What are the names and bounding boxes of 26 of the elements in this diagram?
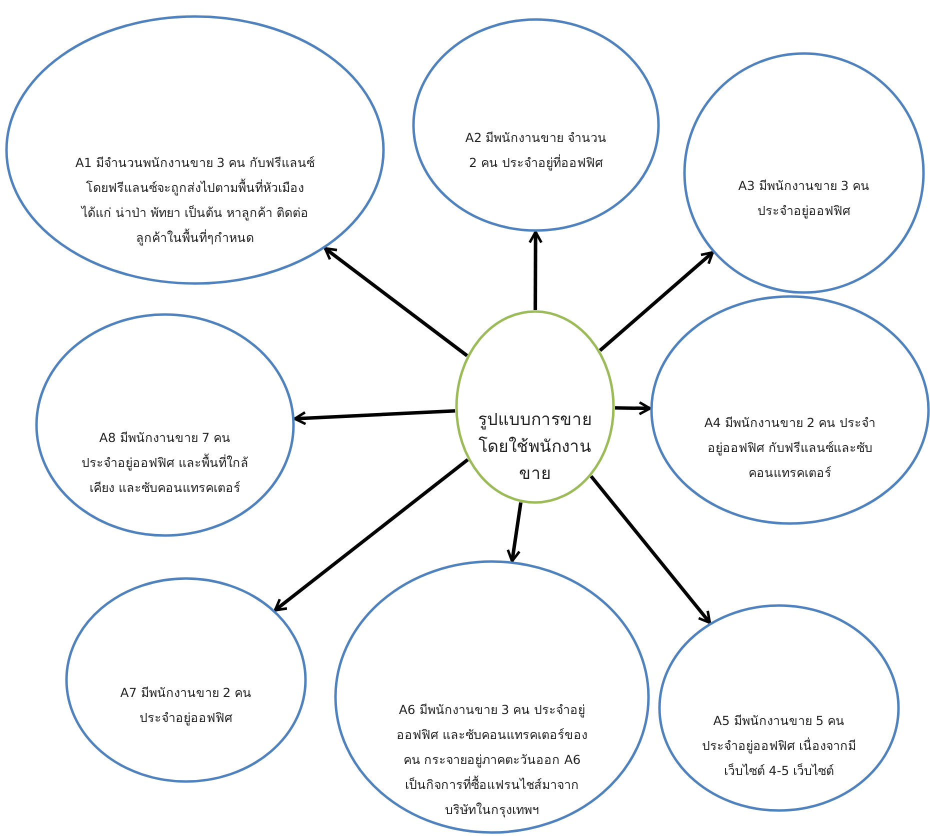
ellipse-node <box>650 295 930 525</box>
ellipse-node <box>683 52 925 294</box>
ellipse-node <box>65 577 307 783</box>
ellipse-node <box>658 604 900 812</box>
arrow <box>294 409 456 426</box>
arrow <box>598 251 714 352</box>
node-text: A3 มีพนักงานขาย 3 คน ประจำอยู่ออฟฟิศ <box>737 177 871 220</box>
node-text: A6 มีพนักงานขาย 3 คน ประจำอยู่ออฟฟิศ และซับคอนแทรคเตอร์ของคน กระจายอยู่ภาคตะวันออก A6 เป็นกิจการที่ซื้อแฟรนไชส์มาจากบริษัทในกรุงเทพฯ <box>396 701 588 820</box>
ellipse-node <box>412 18 660 232</box>
node-text: A1 มีจำนวนพนักงานขาย 3 คน กับฟรีแลนซ์ โดยฟรีแลนซ์จะถูกส่งไปตามพื้นที่หัวเมือง ได้แก่ น่าป่า พัทยา เป็นต้น หาลูกค้า ติดต่อลูกค้าในพื้นที่ๆกำหนด <box>74 154 316 248</box>
node-text: A5 มีพนักงานขาย 5 คน ประจำอยู่ออฟฟิศ เนื่องจากมีเว็บไซต์ 4-5 เว็บไซต์ <box>701 712 857 780</box>
node-text: A2 มีพนักงานขาย จำนวน 2 คน ประจำอยู่ที่ออฟฟิศ <box>464 129 608 172</box>
arrow <box>590 475 712 624</box>
node-text: A7 มีพนักงานขาย 2 คน ประจำอยู่ออฟฟิศ <box>119 684 253 728</box>
topic-ellipse <box>455 310 615 504</box>
ellipse-node <box>35 313 295 537</box>
ellipse-node <box>334 560 650 834</box>
node-text: A4 มีพนักงานขาย 2 คน ประจำอยู่ออฟฟิศ กับฟรีแลนซ์และซับคอนแทรคเตอร์ <box>703 414 877 482</box>
node-text: A8 มีพนักงานขาย 7 คน ประจำอยู่ออฟฟิศ และพื้นที่ใกล้เคียง และซับคอนแทรคเตอร์ <box>80 429 250 497</box>
arrow <box>324 247 468 358</box>
arrow <box>506 502 523 562</box>
topic-text: รูปแบบการขายโดยใช้พนักงานขาย <box>477 409 593 486</box>
arrow <box>274 458 469 612</box>
arrow <box>528 230 543 310</box>
arrow <box>614 401 652 416</box>
ellipse-node <box>5 15 385 285</box>
